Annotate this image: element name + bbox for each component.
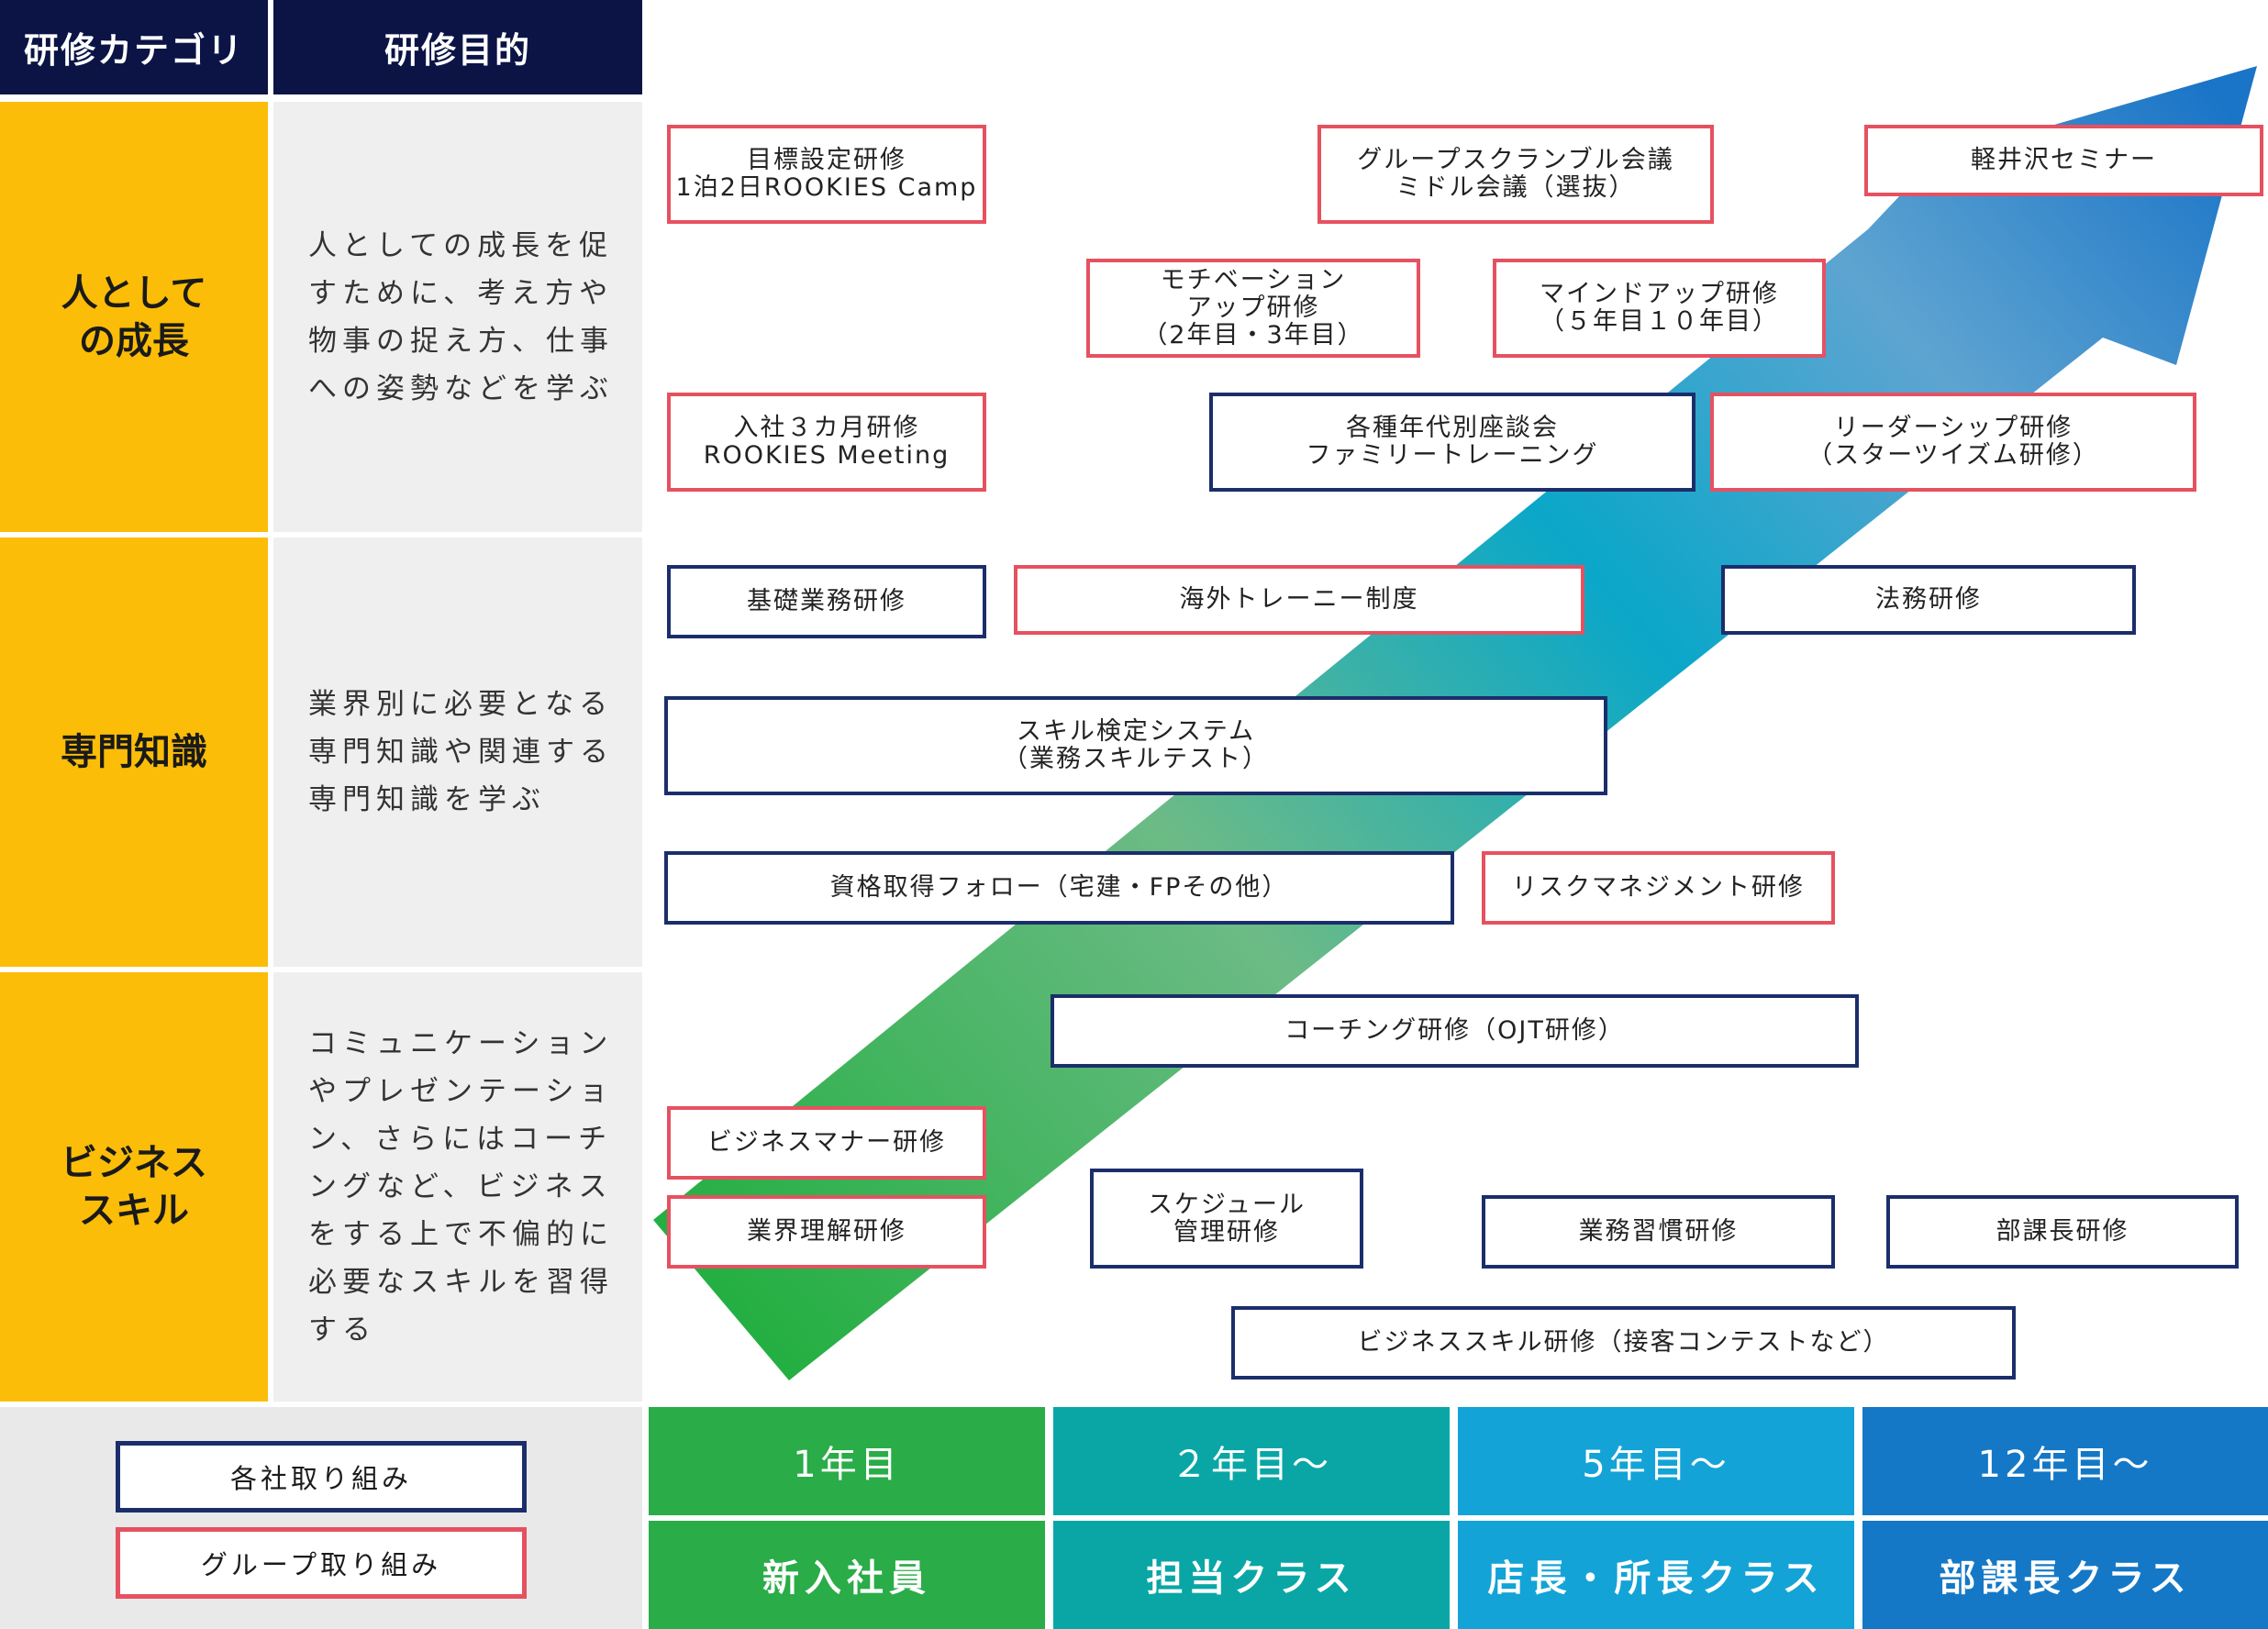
stage-class-2: 担当クラス	[1053, 1521, 1450, 1629]
purpose-personal-growth: 人としての成長を促すために、考え方や物事の捉え方、仕事への姿勢などを学ぶ	[273, 102, 642, 532]
program-box: モチベーション アップ研修 （2年目・3年目）	[1086, 259, 1420, 358]
stage-year-4: 12年目〜	[1862, 1407, 2268, 1515]
category-business-skills: ビジネス スキル	[0, 972, 268, 1402]
program-box: 軽井沢セミナー	[1864, 125, 2263, 196]
purpose-text: 人としての成長を促すために、考え方や物事の捉え方、仕事への姿勢などを学ぶ	[308, 228, 614, 405]
program-box: ビジネススキル研修（接客コンテストなど）	[1231, 1306, 2016, 1380]
stage-year-1: 1年目	[649, 1407, 1045, 1515]
program-box: 基礎業務研修	[667, 565, 986, 638]
stage-class-3: 店長・所長クラス	[1458, 1521, 1854, 1629]
stage-class-1: 新入社員	[649, 1521, 1045, 1629]
program-box: 法務研修	[1721, 565, 2136, 635]
program-box: 業界理解研修	[667, 1195, 986, 1269]
stage-year-3: 5年目〜	[1458, 1407, 1854, 1515]
program-box: ビジネスマナー研修	[667, 1106, 986, 1180]
program-box: 目標設定研修 1泊2日ROOKIES Camp	[667, 125, 986, 224]
purpose-business-skills: コミュニケーションやプレゼンテーション、さらにはコーチングなど、ビジネスをする上…	[273, 972, 642, 1402]
program-box: 資格取得フォロー（宅建・FPその他）	[664, 851, 1454, 925]
purpose-expertise: 業界別に必要となる専門知識や関連する専門知識を学ぶ	[273, 537, 642, 967]
program-box: スケジュール 管理研修	[1090, 1169, 1363, 1269]
program-box: リスクマネジメント研修	[1482, 851, 1835, 925]
program-box: 海外トレーニー制度	[1014, 565, 1584, 635]
program-box: スキル検定システム （業務スキルテスト）	[664, 696, 1607, 795]
category-personal-growth: 人として の成長	[0, 102, 268, 532]
legend-company: 各社取り組み	[116, 1441, 527, 1513]
stage-class-4: 部課長クラス	[1862, 1521, 2268, 1629]
purpose-header: 研修目的	[273, 0, 642, 94]
purpose-text: 業界別に必要となる専門知識や関連する専門知識を学ぶ	[308, 688, 614, 816]
program-box: 業務習慣研修	[1482, 1195, 1835, 1269]
program-box: マインドアップ研修 （５年目１０年目）	[1493, 259, 1826, 358]
program-box: 部課長研修	[1886, 1195, 2239, 1269]
program-box: リーダーシップ研修 （スターツイズム研修）	[1710, 393, 2196, 492]
program-box: 各種年代別座談会 ファミリートレーニング	[1209, 393, 1695, 492]
purpose-text: コミュニケーションやプレゼンテーション、さらにはコーチングなど、ビジネスをする上…	[308, 1027, 614, 1346]
category-expertise: 専門知識	[0, 537, 268, 967]
stage-year-2: ２年目〜	[1053, 1407, 1450, 1515]
program-box: コーチング研修（OJT研修）	[1051, 994, 1859, 1068]
program-box: グループスクランブル会議 ミドル会議（選抜）	[1317, 125, 1714, 224]
program-box: 入社３カ月研修 ROOKIES Meeting	[667, 393, 986, 492]
legend-group: グループ取り組み	[116, 1527, 527, 1599]
category-header: 研修カテゴリ	[0, 0, 268, 94]
